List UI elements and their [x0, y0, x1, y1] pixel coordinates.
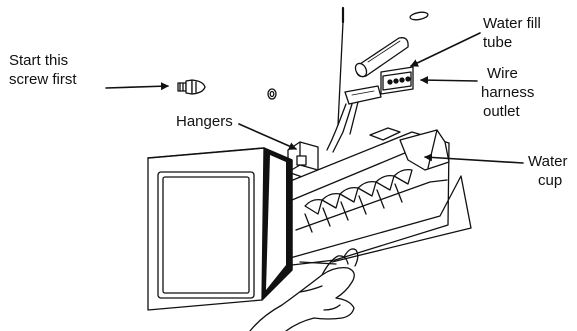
- water-cup-label-line-1: Water: [528, 153, 568, 170]
- water-cup-label-line-2: cup: [538, 172, 563, 189]
- freezer-wall: [337, 6, 345, 126]
- screw-icon: [177, 79, 206, 95]
- water-fill-label-line-2: tube: [483, 34, 513, 51]
- screw-arrow: [105, 82, 169, 91]
- water-fill-tube: [354, 37, 409, 78]
- water-cup-arrow: [424, 153, 524, 164]
- water-cup-label: Water cup: [528, 152, 567, 190]
- wire-harness-label: Wire harness outlet: [481, 64, 534, 121]
- screw-label-line-2: screw first: [9, 71, 77, 88]
- wire-harness-outlet: [380, 66, 414, 95]
- control-housing: [147, 147, 293, 311]
- hand-illustration: [249, 248, 359, 331]
- water-fill-label-line-1: Water fill: [483, 15, 541, 32]
- screw-label: Start this screw first: [9, 51, 77, 89]
- hangers-arrow: [238, 123, 297, 150]
- harness-arrow: [420, 76, 478, 85]
- wire-harness-label-line-3: outlet: [483, 103, 520, 120]
- wall-oval: [409, 11, 429, 21]
- screw-label-line-1: Start this: [9, 52, 69, 69]
- wire-harness-label-line-1: Wire: [487, 65, 518, 82]
- mounting-hole-icon: [267, 88, 277, 100]
- wire-plug: [326, 85, 382, 153]
- hangers-label-text: Hangers: [176, 113, 233, 130]
- water-fill-tube-label: Water fill tube: [483, 14, 541, 52]
- water-fill-arrow: [410, 32, 481, 67]
- hangers-label: Hangers: [176, 112, 233, 131]
- wire-harness-label-line-2: harness: [481, 84, 535, 101]
